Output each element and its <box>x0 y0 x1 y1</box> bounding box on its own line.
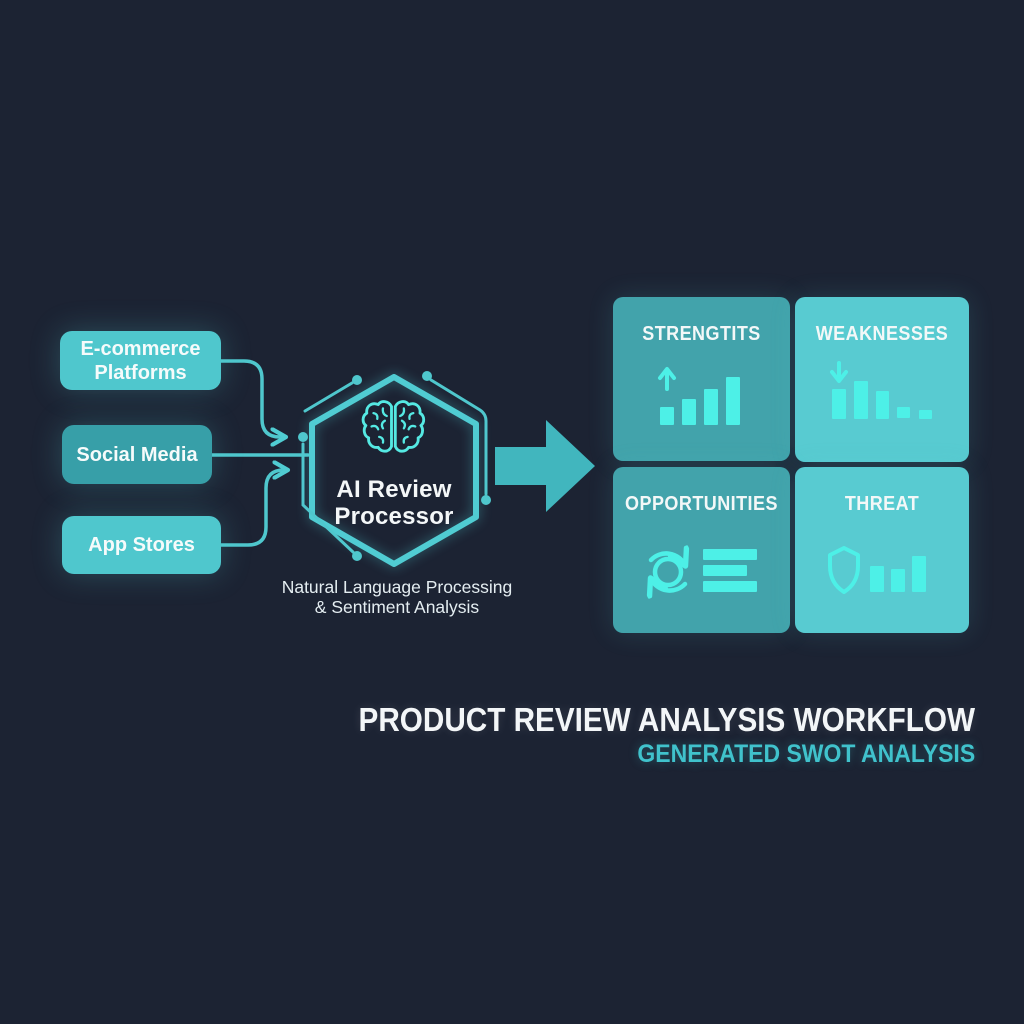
circuit-node <box>481 495 491 505</box>
source-box-app-stores: App Stores <box>62 516 221 574</box>
shield-bars-icon <box>828 546 926 594</box>
circuit-trace-bottom-left <box>301 442 355 554</box>
swot-card-title: WEAKNESSES <box>815 323 949 345</box>
source-box-social-media: Social Media <box>62 425 212 484</box>
processor-title-line2: Processor <box>334 503 454 530</box>
swot-card-title: OPPORTUNITIES <box>625 493 778 515</box>
connector-appstores-to-processor <box>219 470 287 547</box>
source-label: E-commerce Platforms <box>80 337 201 384</box>
trend-down-bars-icon <box>830 361 932 419</box>
source-label: App Stores <box>88 534 195 556</box>
circuit-node <box>352 551 362 561</box>
swot-card-opportunities: OPPORTUNITIES <box>613 467 790 633</box>
page-subtitle: GENERATED SWOT ANALYSIS <box>637 740 975 768</box>
processor-title-line1: AI Review <box>336 476 452 503</box>
swot-card-strengths: STRENGTITS <box>613 297 790 461</box>
swot-card-weaknesses: WEAKNESSES <box>795 297 969 462</box>
swot-card-threat: THREAT <box>795 467 969 633</box>
swot-card-title: STRENGTITS <box>642 323 761 345</box>
processor-caption-line1: Natural Language Processing <box>281 577 513 597</box>
hexagon-frame <box>309 374 479 567</box>
processor-caption: Natural Language Processing & Sentiment … <box>262 577 532 617</box>
circuit-trace-top-right <box>429 378 488 496</box>
circuit-trace-top-left <box>303 381 354 413</box>
circuit-node <box>352 375 362 385</box>
refresh-lines-icon <box>641 543 757 599</box>
trend-up-bars-icon <box>658 367 740 425</box>
source-label: Social Media <box>76 443 198 466</box>
connector-ecommerce-to-processor <box>219 359 285 437</box>
flow-arrow-icon <box>495 420 595 512</box>
circuit-node <box>298 432 308 442</box>
circuit-node <box>422 371 432 381</box>
processor-title: AI Review Processor <box>294 476 494 530</box>
page-title: PRODUCT REVIEW ANALYSIS WORKFLOW <box>358 701 975 738</box>
brain-icon <box>361 400 426 453</box>
swot-card-title: THREAT <box>844 493 920 515</box>
source-box-ecommerce: E-commerce Platforms <box>60 331 221 390</box>
processor-caption-line2: & Sentiment Analysis <box>314 597 480 617</box>
